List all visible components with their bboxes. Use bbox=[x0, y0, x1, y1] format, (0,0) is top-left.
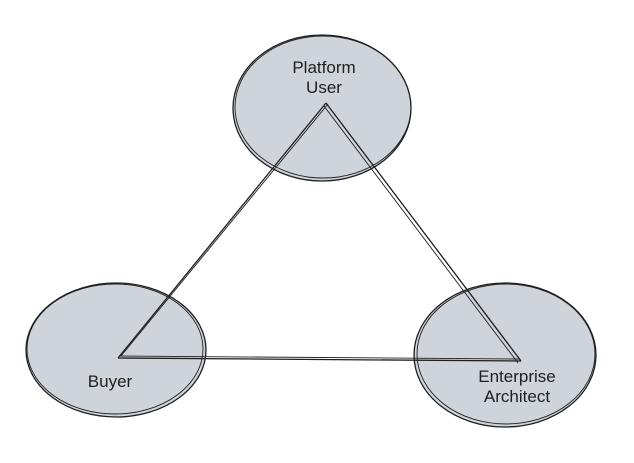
node-buyer bbox=[25, 282, 207, 418]
edge-enterprise-architect-platform-user-sketch bbox=[323, 105, 519, 364]
node-enterprise-architect-label-line-2: Architect bbox=[483, 387, 551, 406]
node-enterprise-architect-label-line-1: Enterprise bbox=[478, 367, 556, 386]
edge-buyer-enterprise-architect bbox=[117, 357, 522, 362]
node-buyer-ellipse bbox=[25, 282, 207, 418]
edge-platform-user-buyer-sketch bbox=[120, 103, 329, 357]
edge-buyer-enterprise-architect-sketch bbox=[119, 355, 520, 360]
node-buyer-label: Buyer bbox=[70, 372, 150, 392]
node-buyer-sketch-stroke bbox=[26, 283, 204, 415]
node-buyer-label-line-1: Buyer bbox=[87, 372, 133, 391]
node-enterprise-architect-ellipse bbox=[413, 282, 597, 428]
node-enterprise-architect-sketch-stroke bbox=[416, 283, 596, 425]
node-platform-user-label-line-2: User bbox=[306, 78, 342, 97]
edges bbox=[117, 102, 522, 364]
edge-platform-user-buyer bbox=[117, 102, 327, 359]
node-platform-user-label-line-1: Platform bbox=[292, 58, 356, 77]
node-enterprise-architect bbox=[413, 282, 597, 428]
node-enterprise-architect-label: Enterprise Architect bbox=[462, 367, 572, 407]
node-platform-user-sketch-stroke bbox=[234, 35, 412, 179]
edge-enterprise-architect-platform-user bbox=[325, 102, 522, 362]
node-platform-user-label: Platform User bbox=[274, 58, 374, 98]
